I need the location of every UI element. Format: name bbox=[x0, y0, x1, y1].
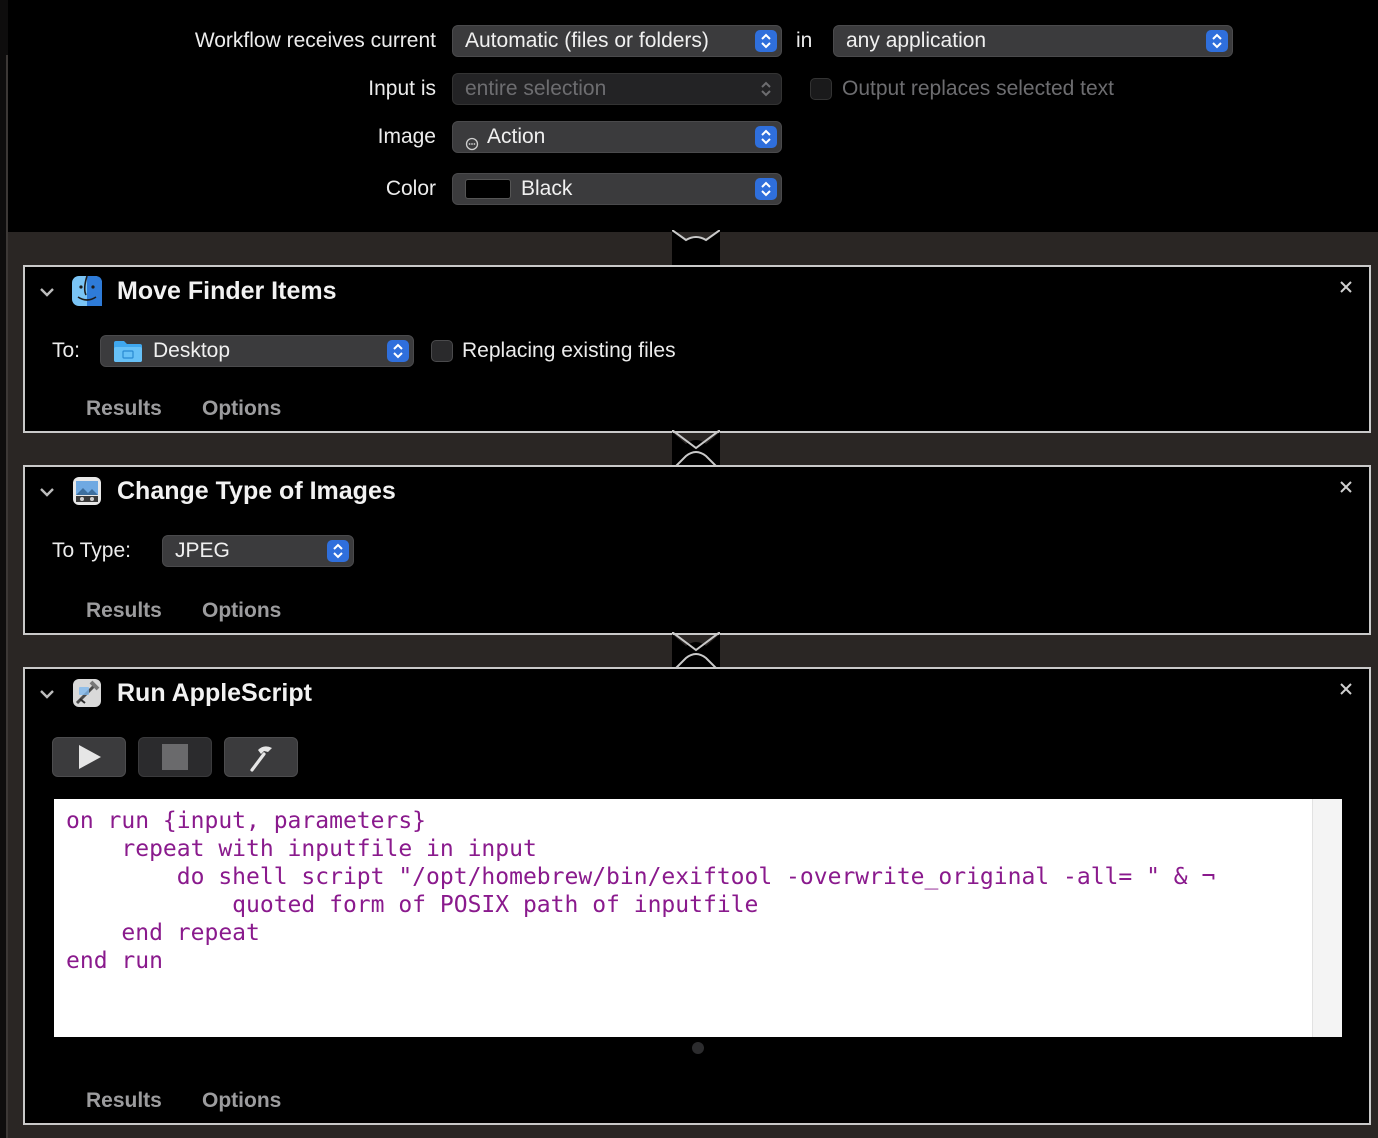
close-icon[interactable] bbox=[1339, 280, 1353, 299]
color-label: Color bbox=[385, 177, 436, 200]
popup-stepper-icon bbox=[755, 78, 777, 100]
preview-icon bbox=[71, 475, 103, 507]
tab-results[interactable]: Results bbox=[86, 599, 162, 622]
popup-stepper-icon bbox=[327, 540, 349, 562]
action-glyph-icon bbox=[465, 130, 479, 160]
action-connector bbox=[672, 430, 720, 470]
stop-icon bbox=[162, 744, 188, 770]
code-line: on run {input, parameters} bbox=[66, 808, 427, 834]
script-editor[interactable]: on run {input, parameters} repeat with i… bbox=[54, 799, 1342, 1037]
close-icon[interactable] bbox=[1339, 480, 1353, 499]
folder-icon bbox=[113, 339, 143, 372]
code-line: end run bbox=[66, 948, 163, 974]
action-title: Run AppleScript bbox=[117, 679, 312, 707]
input-is-label: Input is bbox=[368, 77, 436, 100]
run-icon bbox=[79, 745, 101, 769]
tab-results[interactable]: Results bbox=[86, 397, 162, 420]
workflow-receives-value: Automatic (files or folders) bbox=[465, 29, 709, 52]
action-run-applescript: Run AppleScript on run {input, parameter… bbox=[23, 667, 1371, 1125]
to-label: To: bbox=[52, 339, 81, 362]
window-left-edge bbox=[0, 0, 8, 1138]
stop-script-button[interactable] bbox=[138, 737, 212, 777]
application-value: any application bbox=[846, 29, 987, 52]
disclosure-chevron-icon[interactable] bbox=[39, 485, 55, 503]
script-editor-icon bbox=[71, 677, 103, 709]
action-title: Change Type of Images bbox=[117, 477, 396, 505]
code-line: quoted form of POSIX path of inputfile bbox=[66, 892, 759, 918]
output-replaces-label: Output replaces selected text bbox=[842, 77, 1114, 100]
input-is-value: entire selection bbox=[465, 77, 607, 100]
popup-stepper-icon bbox=[387, 340, 409, 362]
tab-options[interactable]: Options bbox=[202, 1089, 282, 1112]
code-line: repeat with inputfile in input bbox=[66, 836, 537, 862]
to-type-label: To Type: bbox=[52, 539, 131, 562]
destination-value: Desktop bbox=[153, 339, 231, 362]
input-is-popup[interactable]: entire selection bbox=[452, 73, 782, 105]
image-type-popup[interactable]: JPEG bbox=[162, 535, 354, 567]
application-popup[interactable]: any application bbox=[833, 25, 1233, 57]
in-label: in bbox=[796, 29, 813, 52]
image-type-value: JPEG bbox=[175, 539, 230, 562]
destination-popup[interactable]: Desktop bbox=[100, 335, 414, 367]
image-label: Image bbox=[377, 125, 436, 148]
resize-handle[interactable] bbox=[692, 1042, 704, 1054]
image-value: Action bbox=[487, 125, 546, 148]
popup-stepper-icon bbox=[755, 178, 777, 200]
compile-script-button[interactable] bbox=[224, 737, 298, 777]
code-line: end repeat bbox=[66, 920, 260, 946]
action-move-finder-items: Move Finder Items To: Desktop Replacing … bbox=[23, 265, 1371, 433]
run-script-button[interactable] bbox=[52, 737, 126, 777]
finder-icon bbox=[71, 275, 103, 307]
popup-stepper-icon bbox=[1206, 30, 1228, 52]
workflow-settings-panel: Workflow receives current Automatic (fil… bbox=[8, 0, 1378, 232]
compile-hammer-icon bbox=[250, 746, 272, 772]
code-line: do shell script "/opt/homebrew/bin/exift… bbox=[66, 864, 1216, 890]
action-connector bbox=[672, 230, 720, 270]
tab-options[interactable]: Options bbox=[202, 599, 282, 622]
disclosure-chevron-icon[interactable] bbox=[39, 687, 55, 705]
color-popup[interactable]: Black bbox=[452, 173, 782, 205]
color-swatch bbox=[465, 179, 511, 199]
action-change-type-of-images: Change Type of Images To Type: JPEG Resu… bbox=[23, 465, 1371, 635]
replacing-files-label: Replacing existing files bbox=[462, 339, 676, 362]
vertical-scrollbar[interactable] bbox=[1312, 799, 1342, 1037]
workflow-receives-label: Workflow receives current bbox=[194, 29, 436, 52]
tab-options[interactable]: Options bbox=[202, 397, 282, 420]
output-replaces-checkbox[interactable] bbox=[810, 78, 832, 100]
replacing-files-checkbox[interactable] bbox=[431, 340, 453, 362]
color-value: Black bbox=[521, 177, 573, 200]
action-title: Move Finder Items bbox=[117, 277, 337, 305]
workflow-receives-popup[interactable]: Automatic (files or folders) bbox=[452, 25, 782, 57]
action-connector bbox=[672, 632, 720, 672]
disclosure-chevron-icon[interactable] bbox=[39, 285, 55, 303]
tab-results[interactable]: Results bbox=[86, 1089, 162, 1112]
popup-stepper-icon bbox=[755, 126, 777, 148]
close-icon[interactable] bbox=[1339, 682, 1353, 701]
popup-stepper-icon bbox=[755, 30, 777, 52]
image-popup[interactable]: Action bbox=[452, 121, 782, 153]
